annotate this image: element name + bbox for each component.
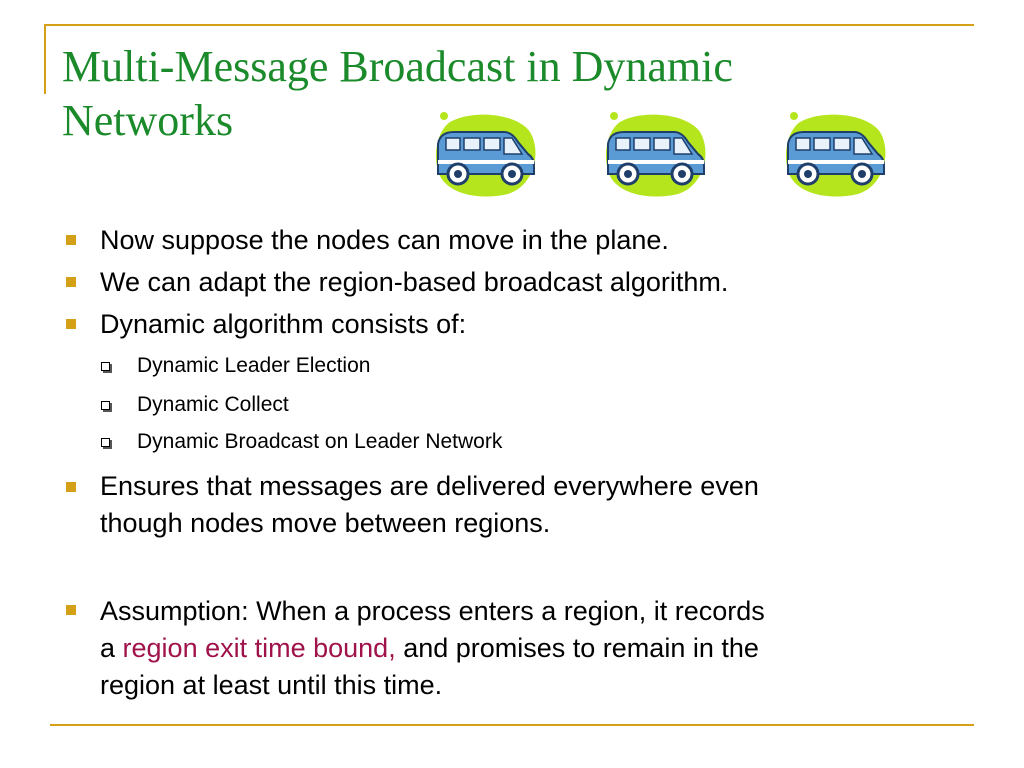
slide-title: Multi-Message Broadcast in Dynamic Netwo… bbox=[62, 42, 733, 145]
van-illustrations bbox=[430, 108, 890, 208]
bullet-item-line: region at least until this time. bbox=[100, 670, 443, 700]
square-bullet-icon bbox=[66, 605, 76, 615]
bullet-item-line: Assumption: When a process enters a regi… bbox=[100, 596, 765, 626]
square-bullet-icon bbox=[66, 482, 76, 492]
bullet-item-line: though nodes move between regions. bbox=[100, 508, 551, 538]
bullet-item: Now suppose the nodes can move in the pl… bbox=[100, 225, 669, 255]
bullet-text: a bbox=[100, 633, 123, 663]
frame-bottom-rule bbox=[50, 724, 974, 726]
square-bullet-icon bbox=[66, 319, 76, 329]
hollow-square-bullet-icon bbox=[101, 362, 110, 371]
hollow-square-bullet-icon bbox=[101, 401, 110, 410]
bullet-item: We can adapt the region-based broadcast … bbox=[100, 267, 729, 297]
van-icon bbox=[600, 108, 710, 200]
sub-bullet-item: Dynamic Broadcast on Leader Network bbox=[137, 430, 503, 453]
sub-bullet-item: Dynamic Leader Election bbox=[137, 354, 371, 377]
hollow-square-bullet-icon bbox=[101, 438, 110, 447]
frame-left-rule bbox=[44, 24, 46, 94]
bullet-text: and promises to remain in the bbox=[395, 633, 759, 663]
van-icon bbox=[430, 108, 540, 200]
highlighted-term: region exit time bound, bbox=[122, 633, 396, 663]
bullet-item-line: a region exit time bound, and promises t… bbox=[100, 630, 759, 666]
bullet-item-line: Ensures that messages are delivered ever… bbox=[100, 471, 759, 501]
van-icon bbox=[780, 108, 890, 200]
bullet-item: Dynamic algorithm consists of: bbox=[100, 309, 467, 339]
square-bullet-icon bbox=[66, 277, 76, 287]
square-bullet-icon bbox=[66, 235, 76, 245]
sub-bullet-item: Dynamic Collect bbox=[137, 393, 289, 416]
frame-top-rule bbox=[44, 24, 974, 26]
